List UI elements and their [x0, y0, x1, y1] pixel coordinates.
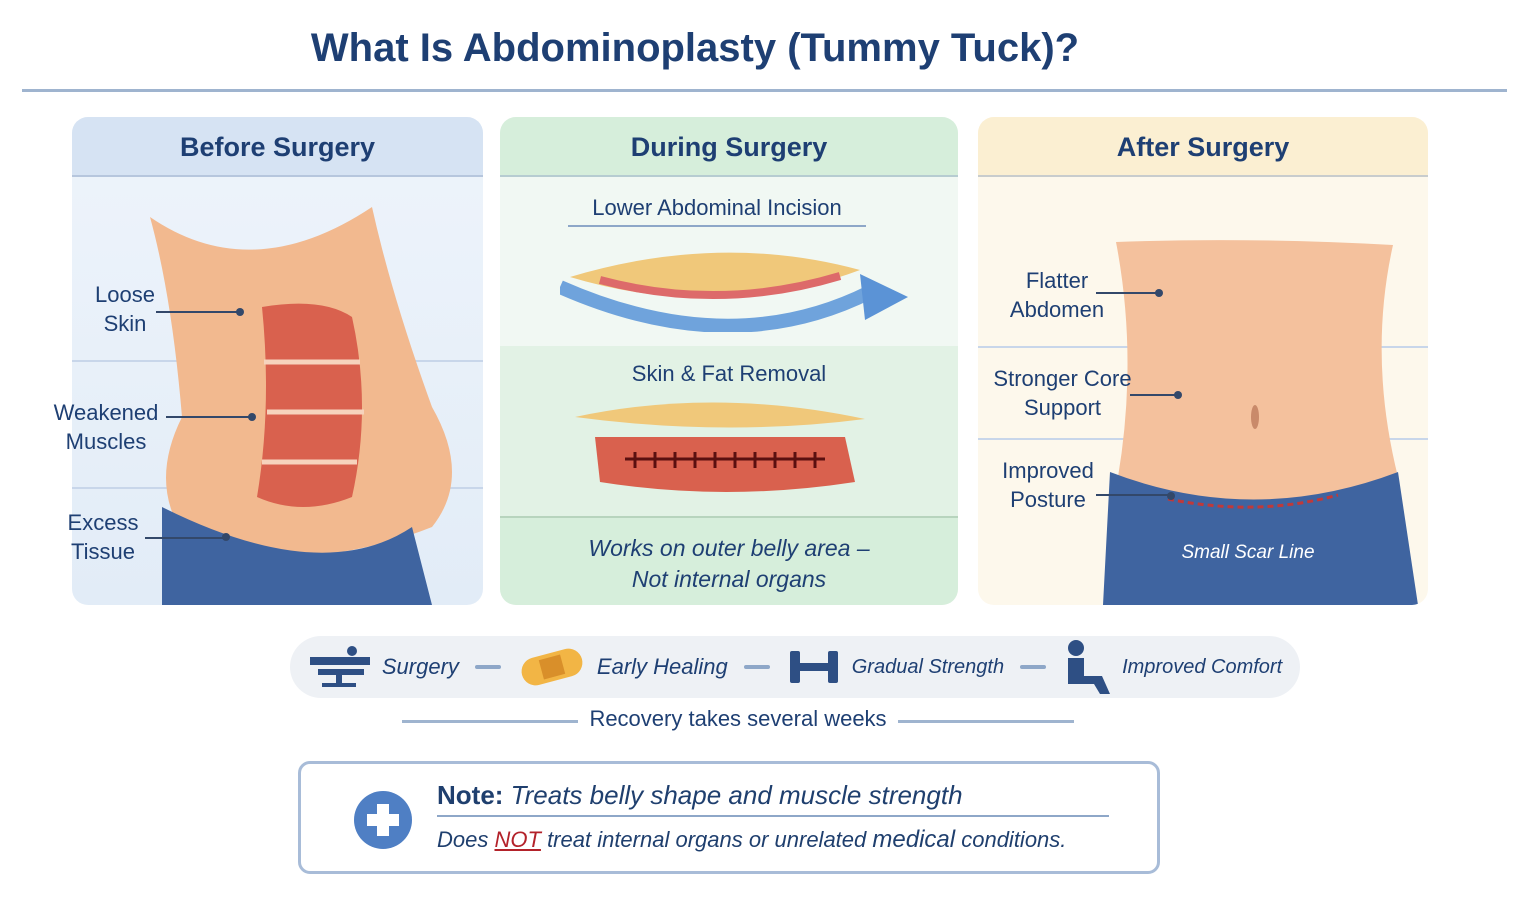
label-stronger-core: Stronger Core Support — [993, 366, 1132, 420]
not-emphasis: NOT — [494, 827, 541, 852]
step-gradual-strength: Gradual Strength — [786, 647, 1004, 687]
page-title: What Is Abdominoplasty (Tummy Tuck)? — [310, 26, 1080, 70]
label-weakened-muscles: Weakened Muscles — [53, 400, 159, 454]
after-abdomen-illustration — [1103, 240, 1418, 605]
seated-person-icon — [1068, 640, 1111, 694]
label-loose-skin: Loose Skin — [95, 282, 155, 336]
before-header: Before Surgery — [72, 117, 483, 177]
scar-label: Small Scar Line — [1181, 542, 1315, 563]
removal-illustration — [575, 402, 865, 492]
incision-label: Lower Abdominal Incision — [568, 195, 866, 227]
bandage-icon — [521, 648, 583, 686]
incision-illustration — [560, 252, 908, 332]
label-excess-tissue: Excess Tissue — [67, 510, 139, 564]
during-panel: During Surgery Lower Abdominal Incision … — [500, 117, 958, 605]
medical-plus-icon — [354, 791, 412, 849]
surgery-table-icon — [309, 646, 370, 687]
recovery-caption: Recovery takes several weeks — [589, 706, 887, 731]
label-flatter-abdomen: Flatter Abdomen — [1009, 268, 1105, 322]
step-improved-comfort: Improved Comfort — [1062, 638, 1282, 696]
after-header: After Surgery — [978, 117, 1428, 177]
before-panel: Before Surgery — [72, 117, 483, 605]
during-note-line1: Works on outer belly area – — [588, 535, 870, 561]
before-abdomen-illustration — [150, 207, 452, 605]
dumbbell-icon — [789, 651, 838, 683]
note-box: Note: Treats belly shape and muscle stre… — [298, 761, 1160, 874]
after-panel: After Surgery Small Scar Line — [978, 117, 1428, 605]
label-improved-posture: Improved Posture — [1002, 458, 1094, 512]
step-surgery: Surgery — [308, 645, 459, 689]
removal-label: Skin & Fat Removal — [631, 361, 827, 386]
note-headline: Note: Treats belly shape and muscle stre… — [437, 780, 1109, 817]
recovery-timeline: Surgery Early Healing Gradual Strength I… — [290, 636, 1300, 698]
during-header: During Surgery — [500, 117, 958, 177]
during-note-line2: Not internal organs — [631, 566, 827, 592]
title-divider — [22, 89, 1507, 92]
step-early-healing: Early Healing — [517, 645, 728, 689]
note-disclaimer: Does NOT treat internal organs or unrela… — [437, 826, 1067, 853]
